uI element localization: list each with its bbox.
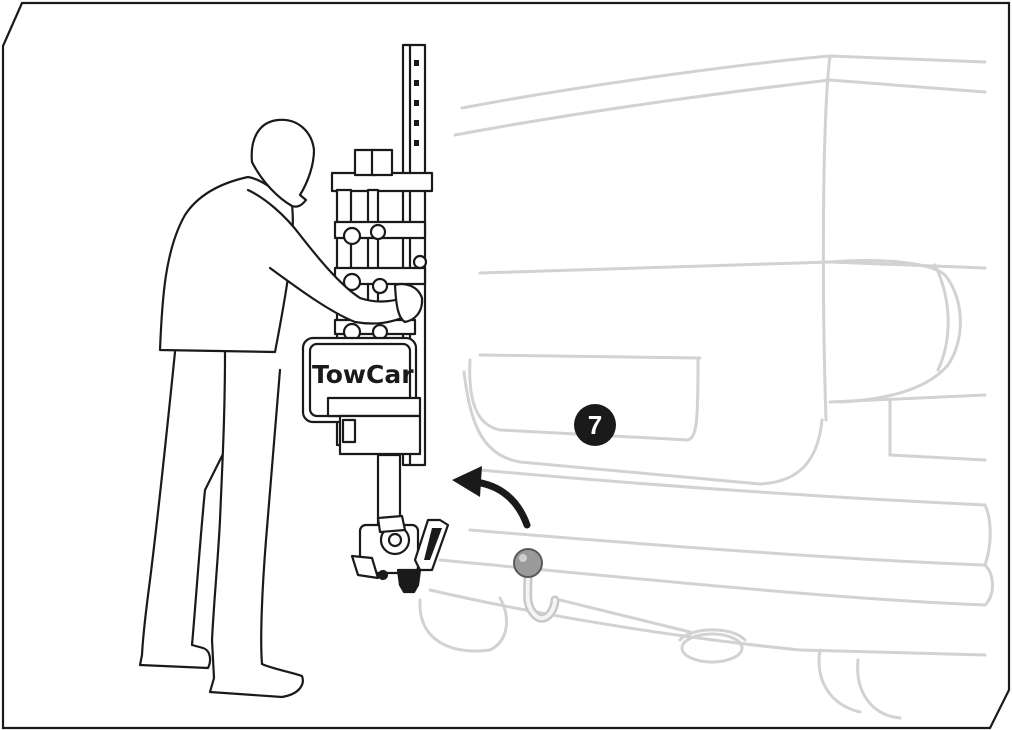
tow-ball-icon xyxy=(514,549,542,577)
brand-logo-text: TowCar xyxy=(312,360,414,389)
step-number: 7 xyxy=(588,410,602,440)
step-number-badge: 7 xyxy=(574,404,616,446)
